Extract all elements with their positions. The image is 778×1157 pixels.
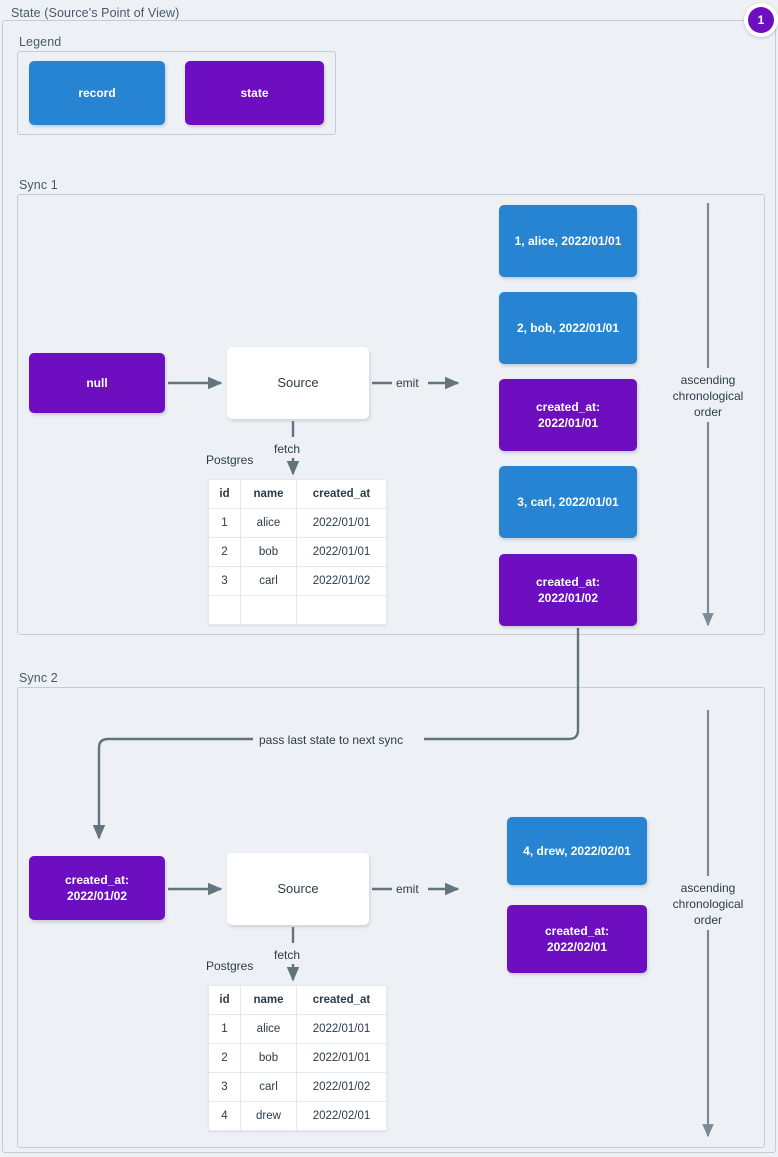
- sync2-label: Sync 2: [19, 671, 58, 685]
- legend-label: Legend: [19, 35, 62, 49]
- cell-name: carl: [240, 1072, 297, 1102]
- table-row: 2 bob 2022/01/01: [208, 1043, 387, 1073]
- cell-id: 2: [208, 537, 241, 567]
- sync2-order-label: ascending chronological order: [672, 881, 744, 928]
- step-badge[interactable]: 1: [744, 3, 778, 37]
- sync2-fetch-label: fetch: [274, 948, 301, 962]
- cell-name: bob: [240, 537, 297, 567]
- legend-swatch-state: state: [185, 61, 324, 125]
- cell-name: alice: [240, 1014, 297, 1044]
- legend-frame: [17, 51, 336, 135]
- col-created-at: created_at: [296, 479, 387, 509]
- sync2-emit-label: emit: [396, 882, 419, 896]
- cell-id: 1: [208, 1014, 241, 1044]
- sync1-source-node: Source: [227, 347, 369, 419]
- sync1-emitted-3: 3, carl, 2022/01/01: [499, 466, 637, 538]
- cell-id: 3: [208, 566, 241, 596]
- cell-name: alice: [240, 508, 297, 538]
- cell-name: carl: [240, 566, 297, 596]
- sync2-db-table: id name created_at 1 alice 2022/01/01 2 …: [208, 985, 387, 1131]
- sync1-db-label: Postgres: [206, 453, 254, 467]
- step-badge-number: 1: [748, 7, 774, 33]
- cell-date: 2022/01/01: [296, 508, 387, 538]
- sync1-input-state: null: [29, 353, 165, 413]
- cell-date: 2022/02/01: [296, 1101, 387, 1131]
- table-row: 3 carl 2022/01/02: [208, 1072, 387, 1102]
- sync1-frame: [17, 194, 765, 635]
- sync1-emitted-2: created_at: 2022/01/01: [499, 379, 637, 451]
- cell-id: 2: [208, 1043, 241, 1073]
- sync2-input-state: created_at: 2022/01/02: [29, 856, 165, 920]
- sync1-label: Sync 1: [19, 178, 58, 192]
- cell-id: 3: [208, 1072, 241, 1102]
- table-row: 1 alice 2022/01/01: [208, 508, 387, 538]
- sync1-fetch-label: fetch: [274, 442, 301, 456]
- cell-date: 2022/01/01: [296, 1043, 387, 1073]
- sync2-source-node: Source: [227, 853, 369, 925]
- cell-name: [240, 595, 297, 625]
- sync2-pass-state-label: pass last state to next sync: [259, 733, 404, 747]
- sync1-db-table: id name created_at 1 alice 2022/01/01 2 …: [208, 479, 387, 625]
- cell-id: 1: [208, 508, 241, 538]
- col-created-at: created_at: [296, 985, 387, 1015]
- cell-id: 4: [208, 1101, 241, 1131]
- cell-name: drew: [240, 1101, 297, 1131]
- cell-date: 2022/01/01: [296, 1014, 387, 1044]
- cell-date: 2022/01/02: [296, 566, 387, 596]
- col-name: name: [240, 985, 297, 1015]
- table-header-row: id name created_at: [208, 985, 387, 1015]
- cell-name: bob: [240, 1043, 297, 1073]
- sync1-emitted-4: created_at: 2022/01/02: [499, 554, 637, 626]
- cell-date: 2022/01/02: [296, 1072, 387, 1102]
- sync2-frame: [17, 687, 765, 1148]
- sync1-emit-label: emit: [396, 376, 419, 390]
- legend-swatch-record: record: [29, 61, 165, 125]
- sync1-emitted-0: 1, alice, 2022/01/01: [499, 205, 637, 277]
- table-row: 4 drew 2022/02/01: [208, 1101, 387, 1131]
- col-name: name: [240, 479, 297, 509]
- table-row: [208, 595, 387, 625]
- sync2-emitted-1: created_at: 2022/02/01: [507, 905, 647, 973]
- col-id: id: [208, 985, 241, 1015]
- sync2-db-label: Postgres: [206, 959, 254, 973]
- sync1-order-label: ascending chronological order: [672, 373, 744, 420]
- page-title: State (Source's Point of View): [11, 6, 180, 20]
- table-row: 1 alice 2022/01/01: [208, 1014, 387, 1044]
- cell-date: 2022/01/01: [296, 537, 387, 567]
- table-header-row: id name created_at: [208, 479, 387, 509]
- table-row: 3 carl 2022/01/02: [208, 566, 387, 596]
- cell-id: [208, 595, 241, 625]
- sync1-emitted-1: 2, bob, 2022/01/01: [499, 292, 637, 364]
- table-row: 2 bob 2022/01/01: [208, 537, 387, 567]
- sync2-emitted-0: 4, drew, 2022/02/01: [507, 817, 647, 885]
- col-id: id: [208, 479, 241, 509]
- outer-frame: [2, 20, 776, 1153]
- cell-date: [296, 595, 387, 625]
